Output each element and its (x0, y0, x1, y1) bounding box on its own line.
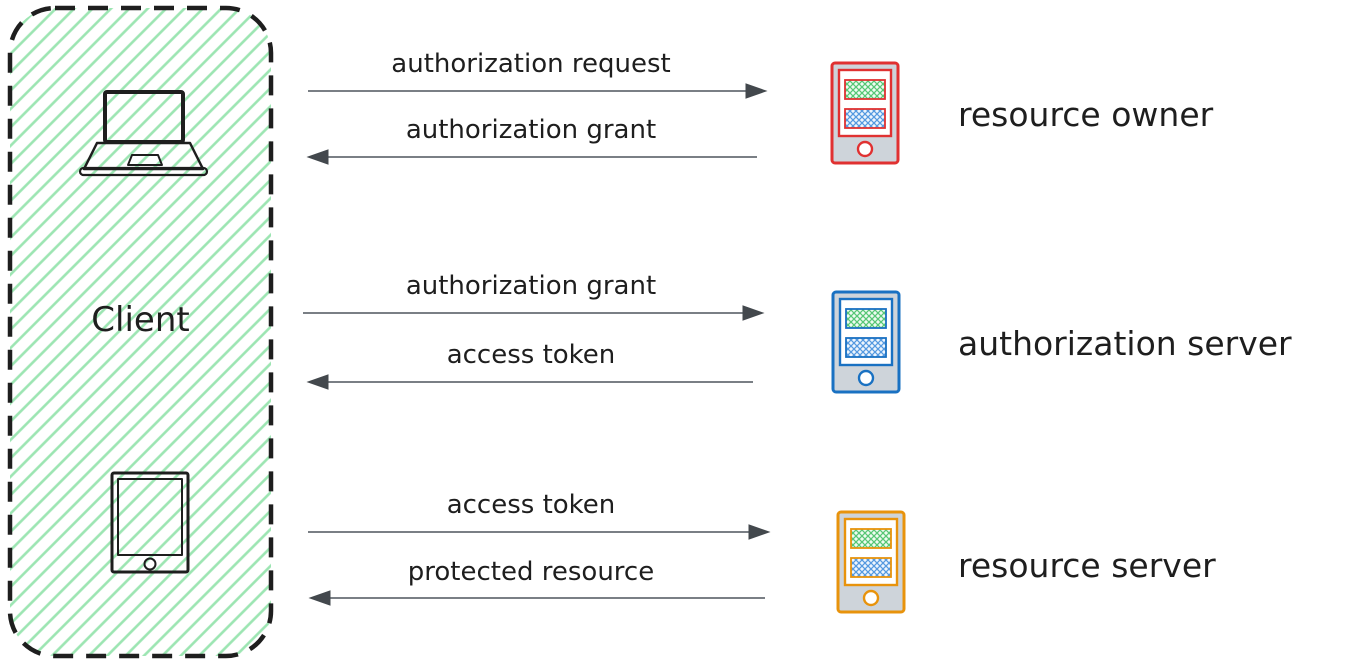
message-label-access-token-back: access token (446, 340, 616, 370)
arrow-access-token-back (306, 374, 753, 390)
laptop-icon (78, 90, 209, 177)
arrow-protected-resource-back (308, 590, 765, 606)
resource-owner-label: resource owner (958, 95, 1214, 134)
message-label-authorization-grant-forward: authorization grant (405, 271, 657, 301)
authorization-server-phone-icon (831, 290, 901, 394)
message-label-authorization-grant-back: authorization grant (405, 115, 657, 145)
message-label-protected-resource: protected resource (407, 557, 655, 587)
resource-server-label: resource server (958, 546, 1216, 585)
tablet-icon (110, 471, 190, 574)
client-box-dashed-border (7, 5, 274, 659)
arrow-authorization-request (308, 83, 768, 99)
resource-owner-phone-icon (830, 61, 900, 165)
arrow-authorization-grant-forward (303, 305, 765, 321)
authorization-server-label: authorization server (958, 324, 1292, 363)
resource-server-phone-icon (836, 510, 906, 614)
client-box-label: Client (91, 300, 190, 340)
arrow-authorization-grant-back (306, 149, 757, 165)
message-label-access-token-forward: access token (446, 490, 616, 520)
arrow-access-token-forward (308, 524, 771, 540)
message-label-authorization-request: authorization request (391, 49, 671, 79)
